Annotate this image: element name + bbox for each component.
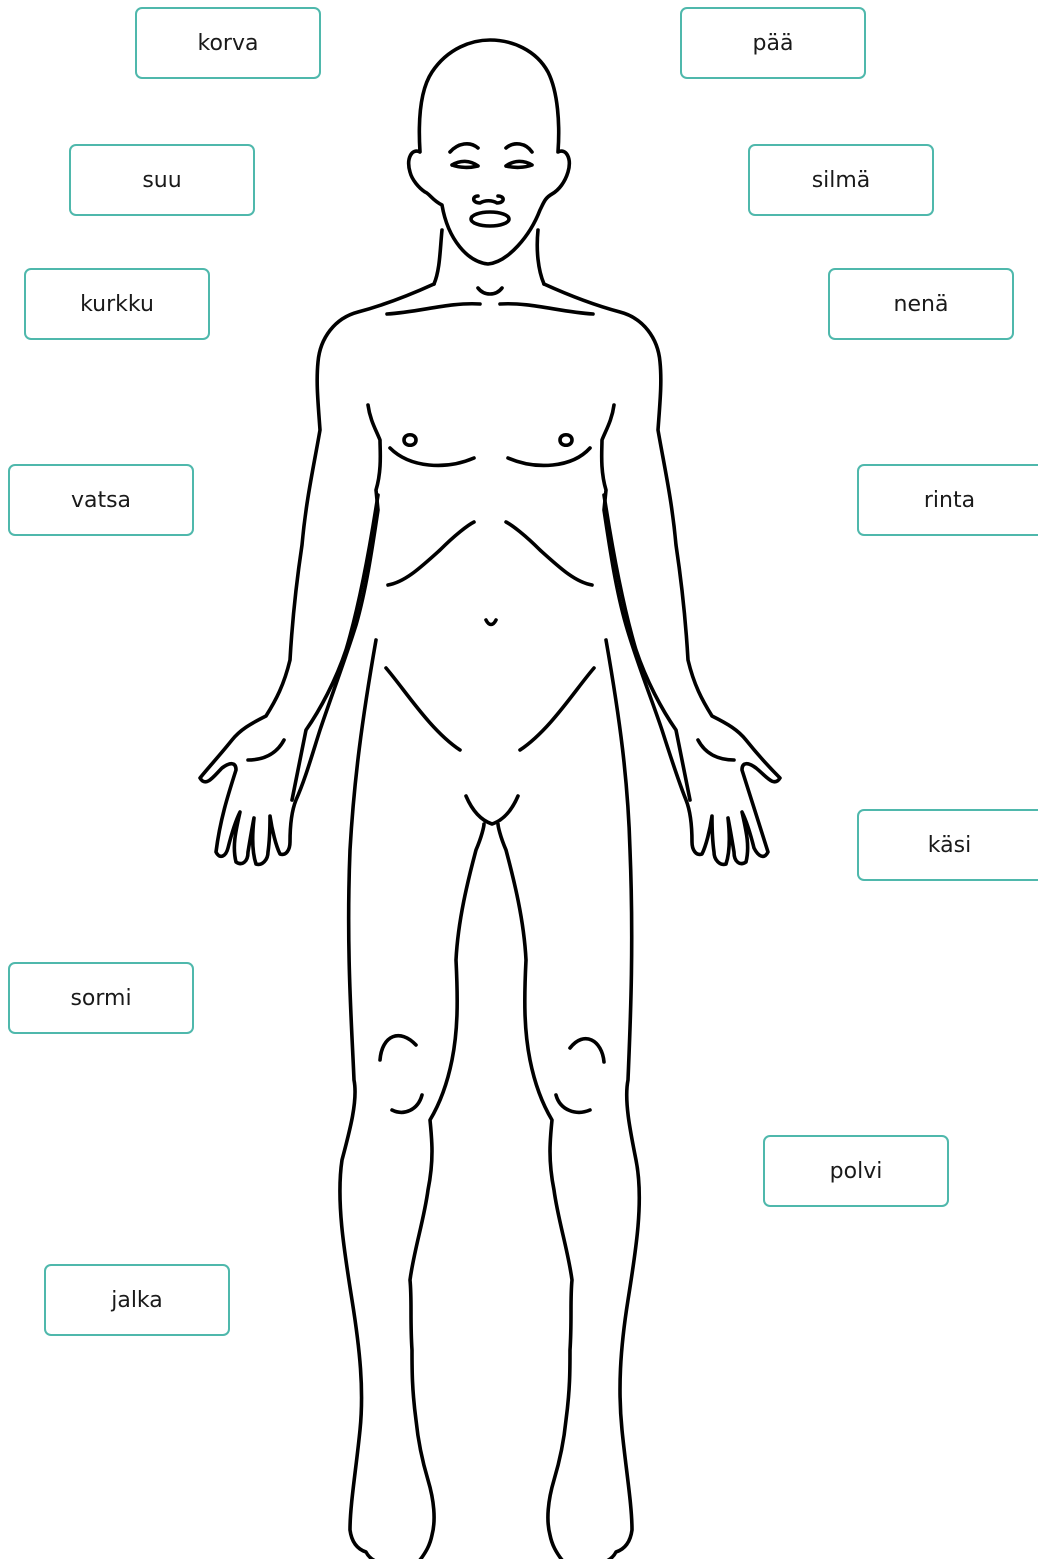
inner-arm-left bbox=[292, 495, 378, 800]
right-leg-outer bbox=[498, 640, 639, 1559]
groin-right bbox=[520, 668, 594, 750]
label-silma[interactable]: silmä bbox=[748, 144, 934, 216]
right-eye bbox=[506, 161, 532, 167]
label-jalka[interactable]: jalka bbox=[44, 1264, 230, 1336]
collarbone-right bbox=[500, 304, 593, 314]
right-knee-top bbox=[570, 1039, 604, 1062]
navel bbox=[486, 620, 496, 625]
label-korva[interactable]: korva bbox=[135, 7, 321, 79]
neck-right bbox=[537, 230, 544, 284]
thumb-right bbox=[698, 740, 734, 760]
nose bbox=[474, 196, 503, 203]
right-knee-bottom bbox=[556, 1095, 590, 1112]
label-paa[interactable]: pää bbox=[680, 7, 866, 79]
left-eyebrow bbox=[450, 144, 478, 152]
label-suu[interactable]: suu bbox=[69, 144, 255, 216]
mouth bbox=[471, 212, 509, 226]
left-nipple bbox=[404, 435, 416, 446]
label-kasi[interactable]: käsi bbox=[857, 809, 1038, 881]
left-leg-outer bbox=[340, 640, 484, 1559]
left-knee-top bbox=[380, 1036, 416, 1060]
left-knee-bottom bbox=[392, 1095, 422, 1112]
label-rinta[interactable]: rinta bbox=[857, 464, 1038, 536]
right-ribs bbox=[506, 522, 592, 585]
right-pec bbox=[508, 448, 590, 465]
neck-left bbox=[434, 230, 442, 284]
crotch bbox=[466, 796, 518, 824]
label-vatsa[interactable]: vatsa bbox=[8, 464, 194, 536]
label-kurkku[interactable]: kurkku bbox=[24, 268, 210, 340]
torso-arms-outline bbox=[200, 284, 434, 864]
right-nipple bbox=[560, 435, 572, 446]
head-outline bbox=[409, 40, 570, 264]
label-polvi[interactable]: polvi bbox=[763, 1135, 949, 1207]
right-eyebrow bbox=[506, 144, 532, 152]
groin-left bbox=[386, 668, 460, 750]
collarbone-left bbox=[387, 304, 480, 314]
torso-arms-outline-right bbox=[544, 284, 780, 864]
left-pec bbox=[390, 448, 474, 465]
left-ribs bbox=[388, 522, 474, 585]
label-nena[interactable]: nenä bbox=[828, 268, 1014, 340]
thumb-left bbox=[248, 740, 284, 760]
throat bbox=[478, 288, 502, 294]
label-sormi[interactable]: sormi bbox=[8, 962, 194, 1034]
left-eye bbox=[452, 161, 478, 167]
